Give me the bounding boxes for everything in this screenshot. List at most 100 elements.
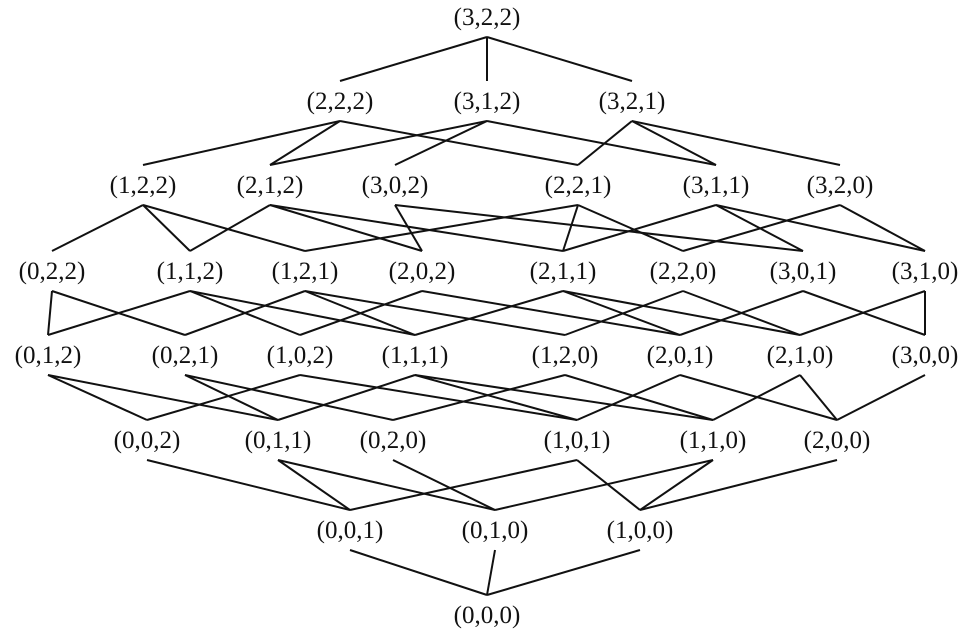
edge	[184, 374, 394, 421]
edge	[682, 290, 801, 336]
edge	[486, 36, 633, 82]
node-0-2-0: (0,2,0)	[360, 427, 427, 454]
node-0-0-2: (0,0,2)	[114, 427, 181, 454]
node-1-1-0: (1,1,0)	[680, 427, 747, 454]
edge	[142, 204, 191, 252]
node-2-1-1: (2,1,1)	[530, 258, 597, 285]
edge	[304, 290, 566, 336]
edge	[142, 204, 306, 252]
node-2-0-2: (2,0,2)	[389, 258, 456, 285]
node-1-1-1: (1,1,1)	[382, 342, 449, 369]
edge	[47, 374, 279, 421]
edge	[394, 204, 423, 252]
edge	[51, 204, 144, 252]
edge	[576, 459, 641, 511]
edge	[189, 290, 416, 336]
edge	[189, 290, 301, 336]
node-1-0-2: (1,0,2)	[267, 342, 334, 369]
node-2-2-1: (2,2,1)	[545, 172, 612, 199]
edge	[639, 459, 714, 511]
node-1-0-0: (1,0,0)	[607, 517, 674, 544]
node-3-1-1: (3,1,1)	[683, 172, 750, 199]
edge	[836, 374, 926, 421]
edges	[47, 36, 926, 596]
edge	[47, 290, 53, 336]
edge	[564, 374, 714, 421]
edge	[639, 459, 838, 511]
edge	[414, 290, 564, 336]
edge	[189, 204, 271, 252]
node-1-2-0: (1,2,0)	[532, 342, 599, 369]
edge	[349, 459, 578, 511]
edge	[269, 204, 564, 252]
edge	[631, 120, 841, 166]
node-3-0-0: (3,0,0)	[892, 342, 959, 369]
edge	[562, 204, 717, 252]
edge	[631, 120, 717, 166]
edge	[142, 120, 341, 166]
edge	[269, 120, 488, 166]
edge	[146, 459, 351, 511]
node-3-2-0: (3,2,0)	[807, 172, 874, 199]
edge	[715, 204, 926, 252]
edge	[799, 374, 838, 421]
edge	[277, 459, 496, 511]
edge	[299, 374, 578, 421]
edge	[277, 459, 351, 511]
node-0-1-1: (0,1,1)	[245, 427, 312, 454]
edge	[679, 374, 838, 421]
edge	[562, 290, 681, 336]
edge	[146, 374, 301, 421]
edge	[494, 459, 714, 511]
node-1-2-1: (1,2,1)	[272, 258, 339, 285]
node-2-2-0: (2,2,0)	[650, 258, 717, 285]
node-2-1-2: (2,1,2)	[237, 172, 304, 199]
edge	[51, 290, 186, 336]
node-0-0-0: (0,0,0)	[454, 602, 521, 629]
node-0-2-1: (0,2,1)	[152, 342, 219, 369]
edge	[394, 120, 488, 166]
edge	[421, 290, 681, 336]
edge	[486, 549, 641, 596]
node-2-2-2: (2,2,2)	[307, 88, 374, 115]
node-1-0-1: (1,0,1)	[544, 427, 611, 454]
node-2-0-0: (2,0,0)	[804, 427, 871, 454]
node-2-1-0: (2,1,0)	[767, 342, 834, 369]
node-3-2-2: (3,2,2)	[454, 4, 521, 31]
edge	[47, 374, 148, 421]
edge	[304, 204, 579, 252]
edge	[414, 374, 714, 421]
edge	[394, 204, 804, 252]
edge	[349, 549, 488, 596]
edge	[269, 120, 341, 166]
edge	[392, 459, 496, 511]
node-2-0-1: (2,0,1)	[647, 342, 714, 369]
edge	[339, 120, 579, 166]
edge	[486, 549, 496, 596]
edge	[184, 374, 279, 421]
node-3-1-2: (3,1,2)	[454, 88, 521, 115]
edge	[392, 374, 566, 421]
node-3-1-0: (3,1,0)	[892, 258, 959, 285]
edge	[277, 374, 416, 421]
node-3-2-1: (3,2,1)	[599, 88, 666, 115]
edge	[802, 290, 926, 336]
nodes: (0,0,0) (0,0,1) (0,1,0) (1,0,0) (0,0,2) (0,1,…	[15, 4, 959, 629]
edge	[577, 204, 684, 252]
edge	[562, 204, 579, 252]
edge	[269, 204, 423, 252]
node-3-0-1: (3,0,1)	[770, 258, 837, 285]
edge	[839, 204, 926, 252]
edge	[304, 290, 416, 336]
edge	[715, 204, 804, 252]
node-0-0-1: (0,0,1)	[317, 517, 384, 544]
edge	[562, 290, 801, 336]
edge	[414, 374, 578, 421]
edge	[576, 374, 681, 421]
node-1-2-2: (1,2,2)	[110, 172, 177, 199]
edge	[339, 36, 488, 82]
node-0-1-0: (0,1,0)	[462, 517, 529, 544]
edge	[486, 120, 717, 166]
node-1-1-2: (1,1,2)	[157, 258, 224, 285]
